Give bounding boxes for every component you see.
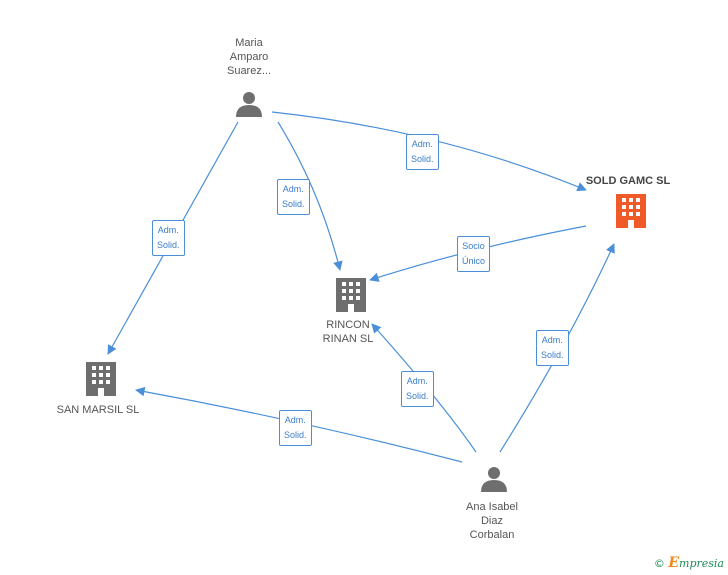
empresia-logo[interactable]: © Empresia [654,555,724,571]
edge-label-maria-san-marsil: Adm. Solid. [152,220,185,256]
brand-name: mpresia [679,557,724,570]
edge-maria-rincon [277,121,343,271]
edge-label-maria-sold: Adm. Solid. [406,134,439,170]
edge-label-maria-rincon: Adm. Solid. [277,179,310,215]
edge-label-ana-sold: Adm. Solid. [536,330,569,366]
building-icon[interactable] [86,362,116,396]
node-label-sold-gamc[interactable]: SOLD GAMC SL [585,175,671,187]
building-icon[interactable] [616,194,646,228]
node-label-maria[interactable]: Maria Amparo Suarez... [226,37,272,77]
node-label-ana[interactable]: Ana Isabel Diaz Corbalan [466,501,518,541]
edge-label-sold-rincon: Socio Único [457,236,491,272]
person-icon[interactable] [481,467,507,492]
building-icon[interactable] [336,278,366,312]
node-label-san-marsil[interactable]: SAN MARSIL SL [56,404,140,416]
edge-label-ana-rincon: Adm. Solid. [401,371,434,407]
person-icon[interactable] [236,92,262,117]
brand-initial: E [668,555,680,571]
copyright-symbol: © [653,557,665,570]
node-label-rincon[interactable]: RINCON RINAN SL [322,319,374,345]
edge-label-ana-san-marsil: Adm. Solid. [279,410,312,446]
